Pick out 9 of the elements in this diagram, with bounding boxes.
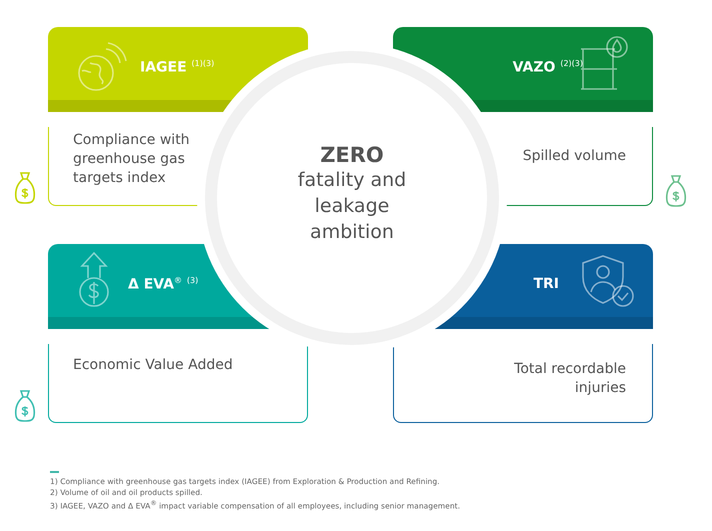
indicator-code: VAZO $^{(2)(3)}$ [512, 59, 583, 76]
circle-text: fatality and leakage ambition [296, 168, 408, 245]
indicator-description: Total recordable injuries [513, 360, 626, 398]
indicator-code: TRI [533, 276, 559, 292]
indicator-description: Economic Value Added [73, 356, 234, 375]
indicator-description: Spilled volume [522, 147, 626, 166]
circle-heading: ZERO [320, 143, 384, 167]
indicator-description: Compliance with greenhouse gas targets index [73, 131, 191, 188]
indicator-code: IAGEE $^{(1)(3)}$ [140, 59, 214, 76]
